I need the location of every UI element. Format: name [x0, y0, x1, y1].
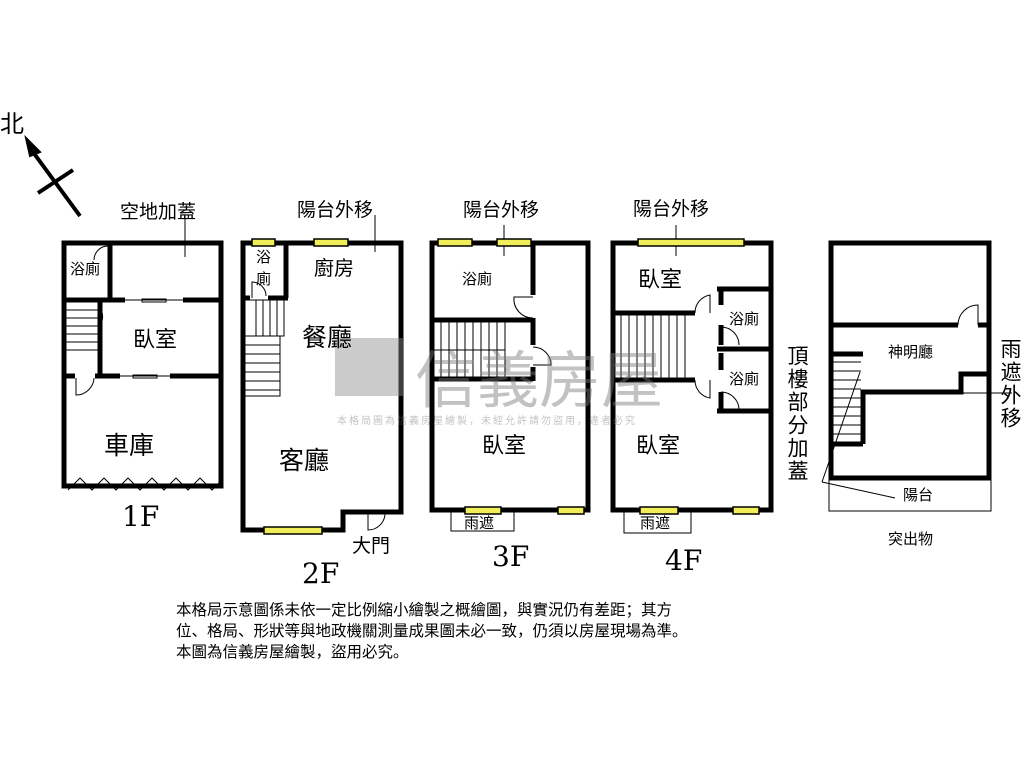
f1-floor-label: 1F [122, 500, 160, 533]
watermark-text: 本格局圖為信義房屋繪製，未經允許請勿盜用，違者必究 [337, 416, 637, 427]
f2-main-door-label: 大門 [352, 535, 391, 557]
f4-bathroom-label-1: 浴廁 [729, 310, 760, 328]
floor-2f-plan [240, 215, 404, 533]
f4-floor-label: 4F [665, 544, 703, 577]
disclaimer-line-3: 本圖為信義房屋繪製，盜用必究。 [176, 643, 409, 661]
f4-bedroom-label-1: 臥室 [638, 268, 683, 293]
disclaimer-line-1: 本格局示意圖係未依一定比例縮小繪製之概繪圖，與實況仍有差距；其方 [176, 601, 673, 619]
floor-1f-plan [61, 215, 224, 491]
roof-annex-label: 頂樓部分加蓋 [785, 345, 809, 483]
f3-bathroom-label: 浴廁 [462, 270, 493, 288]
f2-kitchen-label: 廚房 [314, 256, 354, 280]
f1-bedroom-label: 臥室 [133, 328, 178, 353]
f1-bathroom-label: 浴廁 [70, 260, 101, 278]
compass-north-label: 北 [0, 110, 24, 138]
f4-bathroom-label-2: 浴廁 [729, 370, 760, 388]
f3-awning-label: 雨遮 [464, 514, 495, 532]
f1-garage-label: 車庫 [104, 431, 155, 460]
f2-dining-label: 餐廳 [302, 323, 353, 352]
f2-annex-label: 陽台外移 [297, 199, 374, 221]
f2-bath-label-1: 浴 [256, 248, 272, 266]
roof-plan [821, 240, 1012, 512]
walls [24, 134, 1012, 534]
disclaimer-line-2: 位、格局、形狀等與地政機關測量成果圖未必一致，仍須以房屋現場為準。 [176, 622, 688, 640]
disclaimer-text: 本格局示意圖係未依一定比例縮小繪製之概繪圖，與實況仍有差距；其方 位、格局、形狀… [176, 600, 688, 663]
f3-bedroom-label: 臥室 [482, 434, 527, 459]
windows [251, 238, 760, 535]
f3-annex-label: 陽台外移 [463, 199, 540, 221]
f1-annex-label: 空地加蓋 [120, 201, 197, 223]
roof-awning-note: 雨遮外移 [998, 338, 1022, 430]
watermark-logo-icon [335, 338, 403, 396]
watermark-logo-text: 信義房屋 [415, 344, 664, 417]
f4-annex-label: 陽台外移 [633, 198, 710, 220]
f4-bedroom-label-2: 臥室 [636, 434, 681, 459]
roof-shrine-label: 神明廳 [888, 343, 934, 361]
f2-bath-label-2: 廁 [256, 270, 272, 288]
roof-floor-label: 突出物 [888, 530, 934, 548]
f2-living-label: 客廳 [279, 446, 330, 475]
roof-balcony-label: 陽台 [903, 486, 934, 504]
f2-floor-label: 2F [302, 557, 340, 590]
f4-awning-label: 雨遮 [640, 514, 671, 532]
f3-floor-label: 3F [492, 540, 530, 573]
